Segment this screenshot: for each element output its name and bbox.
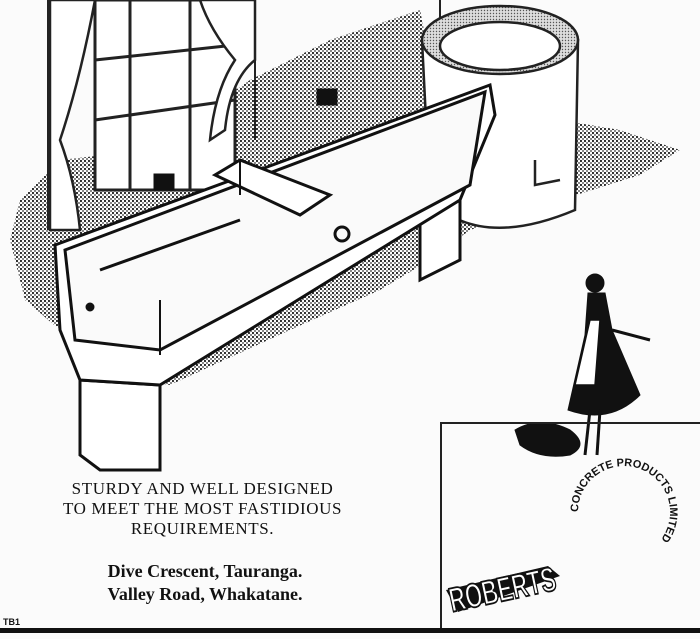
window bbox=[93, 0, 237, 192]
address-tauranga: Dive Crescent, Tauranga. bbox=[107, 561, 303, 581]
laundry-tub bbox=[53, 82, 497, 472]
tagline-line-1: STURDY AND WELL DESIGNED bbox=[71, 479, 334, 498]
logo-box bbox=[440, 422, 700, 628]
tagline-line-3: REQUIREMENTS. bbox=[130, 519, 275, 538]
woman-figure bbox=[514, 273, 651, 457]
curtains bbox=[48, 0, 257, 232]
tagline-line-2: TO MEET THE MOST FASTIDIOUS bbox=[62, 499, 343, 518]
ad-code: TB1 bbox=[3, 617, 21, 627]
bottom-rule bbox=[0, 628, 700, 633]
address-whakatane: Valley Road, Whakatane. bbox=[107, 584, 303, 604]
